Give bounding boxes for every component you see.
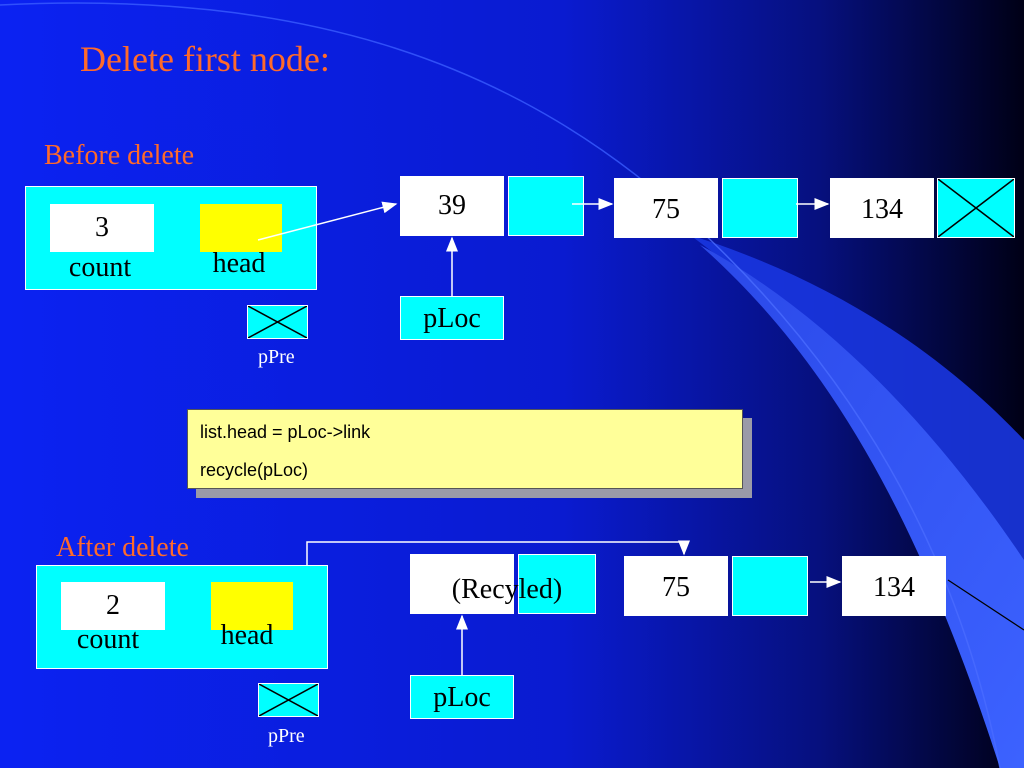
after-ppre-null-icon (258, 683, 319, 717)
after-ploc-box: pLoc (410, 675, 514, 719)
after-node-3-data: 134 (842, 556, 946, 616)
after-node-2-data: 75 (624, 556, 728, 616)
after-ppre-label: pPre (268, 725, 305, 747)
before-node-3-data: 134 (830, 178, 934, 238)
decorative-swoosh (690, 235, 1024, 620)
after-head-pointer (211, 582, 293, 630)
before-ppre-null-icon (247, 305, 308, 339)
before-node-2-data: 75 (614, 178, 718, 238)
slide-title: Delete first node: (80, 39, 330, 79)
before-node-1-data: 39 (400, 176, 504, 236)
code-line-1: list.head = pLoc->link (200, 422, 371, 442)
before-head-label: head (212, 248, 266, 279)
after-node-2-link (732, 556, 808, 616)
after-head-label: head (220, 620, 274, 651)
before-ploc-box: pLoc (400, 296, 504, 340)
before-ppre-label: pPre (258, 346, 295, 368)
before-null-link-icon (937, 178, 1015, 238)
code-box: list.head = pLoc->link recycle(pLoc) (187, 409, 743, 489)
before-count-value: 3 (50, 204, 154, 252)
before-node-1-link (508, 176, 584, 236)
after-node-1-recycled-text: (Recyled) (451, 574, 563, 605)
before-count-label: count (68, 252, 132, 283)
before-head-pointer (200, 204, 282, 252)
after-delete-label: After delete (56, 532, 189, 563)
after-count-value: 2 (61, 582, 165, 630)
before-node-2-link (722, 178, 798, 238)
before-delete-label: Before delete (44, 140, 195, 171)
code-line-2: recycle(pLoc) (200, 460, 309, 480)
after-count-label: count (76, 624, 140, 655)
